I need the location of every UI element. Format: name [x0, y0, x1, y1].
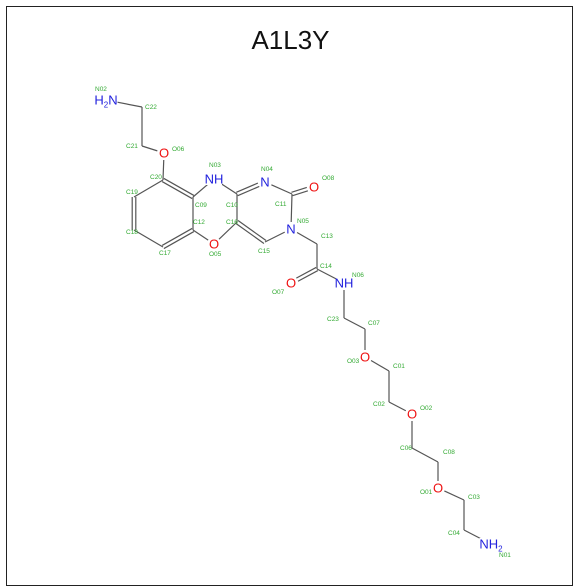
atom-label-N03: N03 [209, 162, 221, 169]
atom-backdrop-N01 [479, 538, 503, 550]
atom-label-O08: O08 [322, 175, 335, 182]
atom-label-N04: N04 [261, 166, 273, 173]
bond-C11-O08 [292, 190, 309, 197]
atom-symbol-O05: O [209, 237, 219, 252]
bond-N02-C22 [112, 100, 143, 108]
bond-C18-C17 [133, 229, 164, 248]
bond-C02-O02 [388, 401, 407, 412]
atom-label-N05: N05 [297, 218, 309, 225]
bond-C15-C16 [237, 220, 267, 242]
bond-O03-C01 [370, 360, 390, 372]
atom-backdrop-O07 [286, 277, 296, 289]
bond-C20-C19 [133, 179, 164, 198]
atom-label-O03: O03 [347, 358, 360, 365]
bond-C15-C16-second [235, 222, 265, 244]
atom-label-C21: C21 [126, 143, 138, 150]
bond-O05-C12 [192, 229, 209, 241]
atom-symbol-N03: NH [205, 172, 224, 187]
atom-label-C16: C16 [226, 219, 238, 226]
atom-label-C15: C15 [258, 248, 270, 255]
atom-label-C13: C13 [321, 233, 333, 240]
bond-C11-O08-second [291, 186, 307, 193]
bond-C10-N04 [237, 185, 260, 197]
bond-N04-C11 [271, 184, 293, 195]
atom-label-C03: C03 [468, 494, 480, 501]
bond-C06-C05 [411, 447, 439, 463]
bond-C11-N05 [290, 193, 293, 223]
bond-C23-C07 [343, 317, 366, 330]
atom-symbol-O07: O [286, 276, 296, 291]
atom-label-N01: N01 [499, 552, 511, 559]
atom-label-C17: C17 [159, 250, 171, 257]
atom-symbol-O03: O [360, 350, 370, 365]
atom-backdrop-O01 [433, 482, 443, 494]
atom-symbol-O01: O [433, 481, 443, 496]
bond-C09-N03 [192, 183, 210, 198]
atom-label-C06: C06 [400, 445, 412, 452]
atom-symbol-O08: O [309, 180, 319, 195]
bond-C20-C09-second [163, 177, 195, 196]
atom-backdrop-N05 [286, 223, 296, 235]
atom-symbol-N04: N [260, 175, 269, 190]
atom-label-C08: C08 [443, 449, 455, 456]
atom-label-C12: C12 [193, 219, 205, 226]
atom-label-C09: C09 [195, 202, 207, 209]
bond-C10-N04-second [236, 182, 259, 193]
atom-label-O05: O05 [209, 251, 222, 258]
bond-C20-C09 [161, 181, 193, 200]
atom-label-C22: C22 [145, 104, 157, 111]
atom-label-N06: N06 [352, 272, 364, 279]
atom-symbol-N01: NH2 [479, 537, 503, 554]
bond-C16-O05 [218, 221, 238, 240]
atom-label-C14: C14 [320, 263, 332, 270]
bond-C14-O07 [296, 266, 317, 279]
bond-C17-C12 [163, 231, 195, 250]
atom-backdrop-N06 [336, 277, 352, 289]
atom-label-C04: C04 [448, 530, 460, 537]
atom-label-C18: C18 [126, 229, 138, 236]
bond-C17-C12-second [161, 227, 193, 246]
atom-symbol-N05: N [286, 222, 295, 237]
atom-backdrop-N04 [260, 176, 270, 188]
atom-label-C01: C01 [393, 363, 405, 370]
atom-label-C02: C02 [373, 401, 385, 408]
atom-label-O07: O07 [272, 289, 285, 296]
atom-backdrop-O05 [209, 238, 219, 250]
atom-symbol-N06: NH [335, 276, 354, 291]
atom-label-C10: C10 [226, 202, 238, 209]
bond-C14-N06 [316, 268, 339, 281]
atom-label-N02: N02 [95, 86, 107, 93]
atom-backdrop-N02 [94, 94, 118, 106]
bond-O01-C03 [444, 490, 465, 501]
atom-backdrop-N03 [206, 173, 222, 185]
atom-symbol-O02: O [407, 407, 417, 422]
atom-label-C19: C19 [126, 189, 138, 196]
atom-label-O02: O02 [420, 405, 433, 412]
atom-label-C11: C11 [275, 201, 287, 208]
bond-N05-C15 [264, 231, 286, 243]
atom-symbol-O06: O [159, 146, 169, 161]
atom-backdrop-O08 [309, 181, 319, 193]
atom-label-O06: O06 [172, 146, 185, 153]
atom-backdrop-O06 [159, 147, 169, 159]
bond-N03-C10 [219, 182, 238, 195]
bond-O06-C20 [162, 159, 165, 181]
bond-N05-C13 [296, 231, 318, 245]
atom-backdrop-O03 [360, 351, 370, 363]
atom-backdrop-O02 [407, 408, 417, 420]
bond-C21-O06 [141, 145, 158, 152]
atom-label-C20: C20 [150, 174, 162, 181]
atom-label-C23: C23 [327, 316, 339, 323]
atom-label-O01: O01 [420, 489, 433, 496]
bond-C14-O07-second [297, 270, 319, 282]
molecule-title: A1L3Y [251, 25, 330, 55]
atom-label-C07: C07 [368, 320, 380, 327]
atom-symbol-N02: H2N [94, 93, 117, 110]
